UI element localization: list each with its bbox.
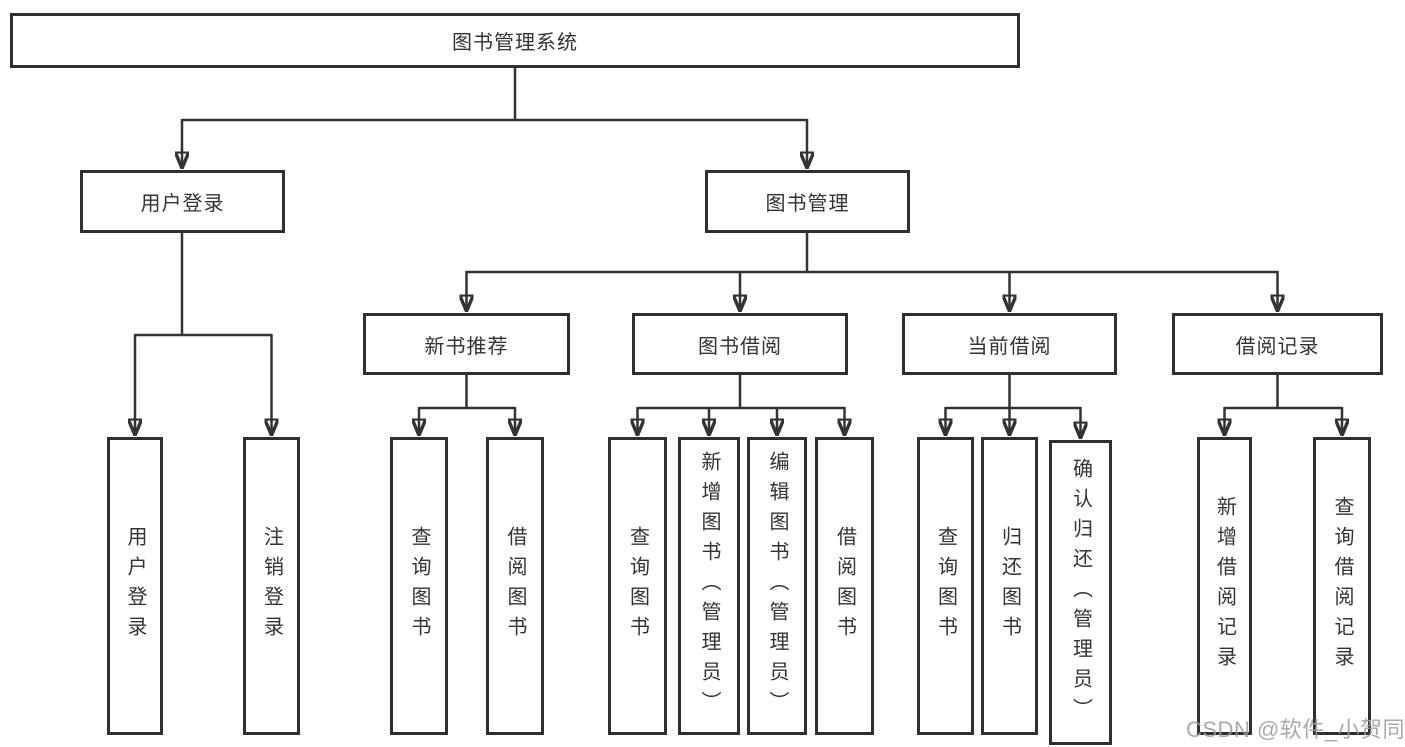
- leaf-borrow-books-recommend: 借阅图书: [486, 437, 544, 735]
- node-label: 新增图书（管理员）: [698, 451, 720, 721]
- leaf-logout: 注销登录: [243, 437, 300, 735]
- node-label: 借阅图书: [833, 526, 856, 646]
- node-current-borrowing: 当前借阅: [902, 313, 1117, 375]
- node-label: 归还图书: [998, 526, 1021, 646]
- node-label: 图书管理: [765, 193, 850, 215]
- leaf-confirm-return-admin: 确认归还（管理员）: [1049, 440, 1112, 745]
- node-label: 新增借阅记录: [1213, 496, 1236, 676]
- node-label: 图书借阅: [698, 335, 782, 358]
- leaf-return-book: 归还图书: [981, 437, 1038, 735]
- leaf-query-borrow-record: 查询借阅记录: [1313, 437, 1371, 735]
- leaf-add-borrow-record: 新增借阅记录: [1197, 437, 1252, 735]
- node-book-borrowing: 图书借阅: [632, 313, 848, 375]
- leaf-add-book-admin: 新增图书（管理员）: [678, 437, 740, 735]
- node-label: 查询图书: [934, 526, 957, 646]
- node-label: 确认归还（管理员）: [1069, 457, 1092, 728]
- leaf-query-books-borrow: 查询图书: [608, 437, 667, 735]
- node-library-management-system: 图书管理系统: [10, 13, 1020, 68]
- leaf-borrow-books: 借阅图书: [815, 437, 874, 735]
- leaf-query-books-current: 查询图书: [917, 437, 974, 735]
- node-label: 查询图书: [408, 526, 430, 646]
- node-label: 注销登录: [260, 526, 283, 646]
- node-label: 查询借阅记录: [1331, 496, 1353, 676]
- node-label: 借阅图书: [504, 526, 526, 646]
- node-label: 当前借阅: [967, 335, 1052, 358]
- node-label: 借阅记录: [1235, 335, 1320, 358]
- node-new-book-recommendation: 新书推荐: [363, 313, 570, 375]
- node-borrowing-records: 借阅记录: [1172, 313, 1383, 375]
- node-label: 图书管理系统: [452, 32, 578, 54]
- node-book-management: 图书管理: [705, 170, 910, 233]
- leaf-user-login: 用户登录: [107, 437, 163, 735]
- node-label: 新书推荐: [424, 335, 509, 358]
- leaf-edit-book-admin: 编辑图书（管理员）: [747, 437, 807, 735]
- node-label: 用户登录: [140, 193, 225, 215]
- csdn-watermark: CSDN @软件_小贺同学: [1186, 717, 1405, 742]
- node-label: 查询图书: [626, 526, 649, 646]
- node-label: 用户登录: [124, 526, 146, 646]
- node-user-login: 用户登录: [80, 170, 285, 233]
- leaf-query-books-recommend: 查询图书: [390, 437, 448, 735]
- node-label: 编辑图书（管理员）: [766, 451, 788, 721]
